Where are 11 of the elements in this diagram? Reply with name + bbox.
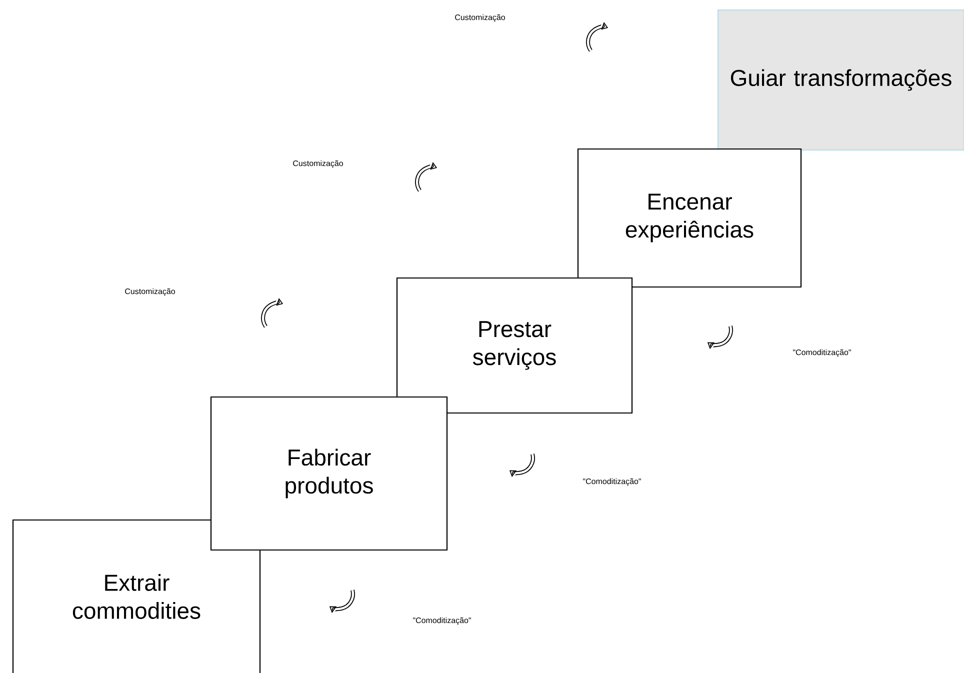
- step-box: Encenar experiências: [577, 148, 802, 288]
- annotation-label: "Comoditização": [583, 478, 641, 486]
- annotation-label: Customização: [293, 160, 343, 168]
- annotation-label: Customização: [455, 14, 505, 22]
- step-box: Prestar serviços: [396, 277, 633, 414]
- step-box: Extrair commodities: [12, 519, 261, 673]
- step-box: Guiar transformações: [717, 9, 964, 151]
- annotation-label: "Comoditização": [793, 349, 851, 357]
- annotation-label: "Comoditização": [413, 617, 471, 625]
- step-box: Fabricar produtos: [210, 396, 448, 551]
- annotation-label: Customização: [125, 288, 175, 296]
